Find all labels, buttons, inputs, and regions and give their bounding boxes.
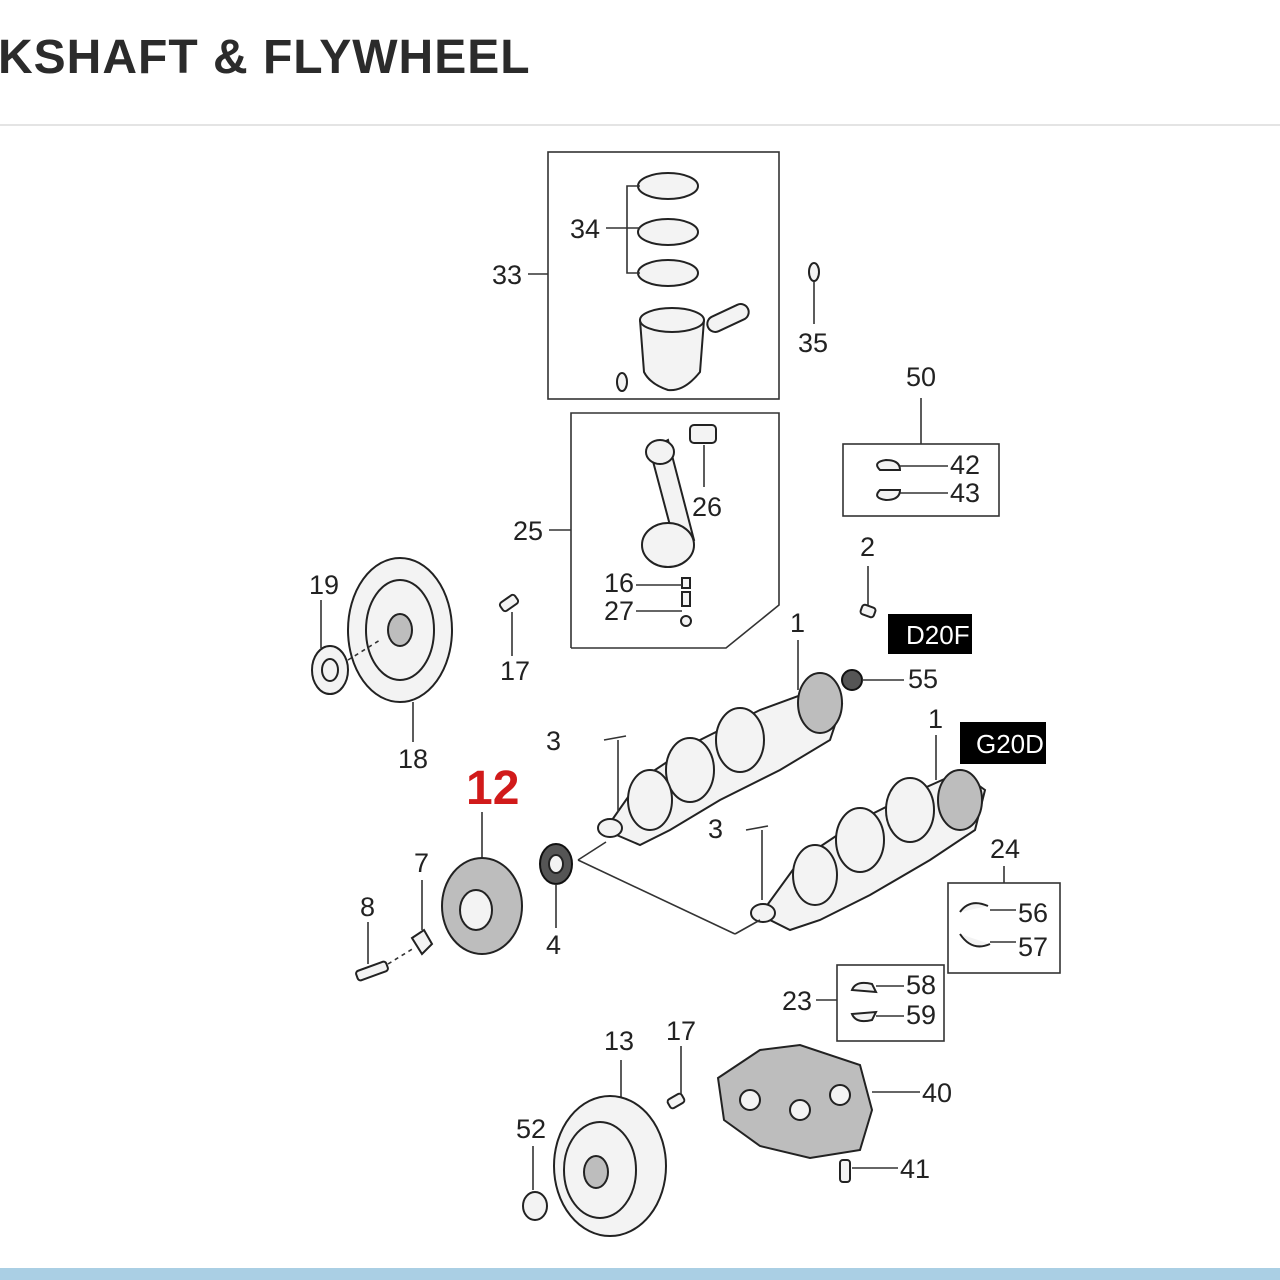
- drive-plate: [553, 1060, 667, 1237]
- callout-7: 7: [414, 848, 429, 878]
- callout-17a: 17: [500, 656, 530, 686]
- callout-3b: 3: [708, 814, 723, 844]
- footer-bar: [0, 1268, 1280, 1280]
- callout-26: 26: [692, 492, 722, 522]
- callout-59: 59: [906, 1000, 936, 1030]
- callout-43: 43: [950, 478, 980, 508]
- callout-19: 19: [309, 570, 339, 600]
- callout-17b: 17: [666, 1016, 696, 1046]
- piston-pin-clip: [808, 262, 820, 324]
- callout-34: 34: [570, 214, 600, 244]
- oil-seal: [841, 669, 904, 691]
- main-bearing-set: [842, 398, 1000, 517]
- callout-24: 24: [990, 834, 1020, 864]
- callout-52: 52: [516, 1114, 546, 1144]
- callout-3a: 3: [546, 726, 561, 756]
- callout-4: 4: [546, 930, 561, 960]
- callout-40: 40: [922, 1078, 952, 1108]
- engine-tag-g20: G20D: [960, 722, 1046, 764]
- callout-16: 16: [604, 568, 634, 598]
- drive-plate-washer: [522, 1146, 548, 1221]
- pulley-washer: [410, 880, 434, 956]
- thrust-bearing-set: [947, 866, 1061, 974]
- engine-tag-d20: D20F: [888, 614, 972, 654]
- carrier-bolt: [839, 1159, 898, 1183]
- callout-42: 42: [950, 450, 980, 480]
- engine-tag-d20-text: D20F: [906, 620, 970, 650]
- flywheel-bolt: [498, 593, 520, 656]
- callout-18: 18: [398, 744, 428, 774]
- callout-25: 25: [513, 516, 543, 546]
- dowel-pin: [859, 566, 877, 619]
- callout-27: 27: [604, 596, 634, 626]
- connecting-rod-assembly: [549, 412, 780, 649]
- callout-2: 2: [860, 532, 875, 562]
- callout-33: 33: [492, 260, 522, 290]
- callout-57: 57: [1018, 932, 1048, 962]
- callout-55: 55: [908, 664, 938, 694]
- callout-50: 50: [906, 362, 936, 392]
- callout-58: 58: [906, 970, 936, 1000]
- pulley-bolt: [355, 922, 415, 982]
- callout-23: 23: [782, 986, 812, 1016]
- callout-1b: 1: [928, 704, 943, 734]
- flywheel-spacer: [311, 600, 381, 695]
- crankshaft-g20: [745, 735, 987, 932]
- page-header: KSHAFT & FLYWHEEL: [0, 0, 1280, 126]
- callout-35: 35: [798, 328, 828, 358]
- connecting-rod-bearing-set: [816, 964, 945, 1042]
- callout-13: 13: [604, 1026, 634, 1056]
- callout-12: 12: [466, 762, 519, 815]
- callout-41: 41: [900, 1154, 930, 1184]
- page-title: KSHAFT & FLYWHEEL: [0, 31, 531, 84]
- bearing-carrier: [716, 1043, 920, 1160]
- crank-sprocket: [539, 843, 573, 928]
- crankshaft-pulley: [441, 812, 523, 955]
- callout-56: 56: [1018, 898, 1048, 928]
- engine-tag-g20-text: G20D: [976, 729, 1044, 759]
- piston-assembly: [528, 151, 780, 400]
- crankshaft-d20: [597, 640, 844, 847]
- drive-plate-bolt: [666, 1046, 686, 1110]
- callout-1a: 1: [790, 608, 805, 638]
- flywheel: [347, 557, 453, 742]
- callout-8: 8: [360, 892, 375, 922]
